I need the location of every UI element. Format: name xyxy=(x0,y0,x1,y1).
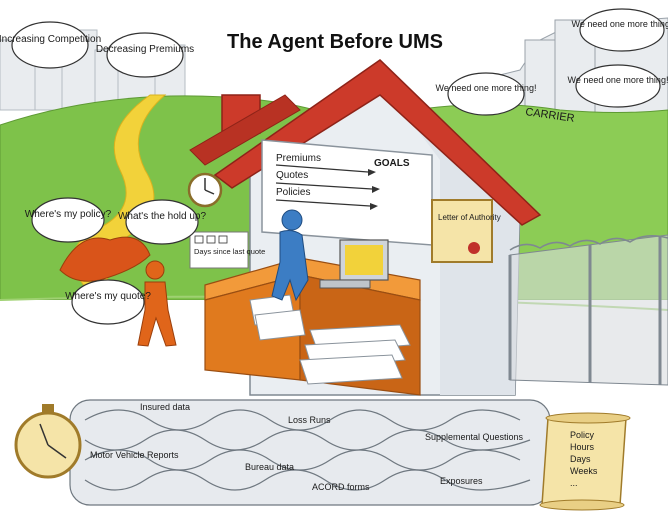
scroll-item-days: Days xyxy=(570,454,591,464)
goals-item-premiums: Premiums xyxy=(276,153,321,164)
bubble-decreasing-premiums: Decreasing Premiums xyxy=(96,32,194,78)
client-bubble-policy: Where's my policy? xyxy=(25,197,112,243)
house-side-roof xyxy=(189,94,301,166)
policy-scroll xyxy=(539,412,631,511)
maze-label-loss-runs: Loss Runs xyxy=(288,415,331,425)
scroll-item-ellipsis: ... xyxy=(570,478,578,488)
svg-text:We need one more thing!: We need one more thing! xyxy=(572,19,668,29)
bubble-text: Increasing Competition xyxy=(0,34,101,45)
maze-label-acord-forms: ACORD forms xyxy=(312,482,370,492)
svg-text:Where's my policy?: Where's my policy? xyxy=(25,209,112,220)
computer-monitor-icon xyxy=(319,239,389,289)
client-bubble-text: Where's my quote? xyxy=(65,291,151,302)
days-since-sign: Days since last quote xyxy=(189,231,265,269)
carrier-bubble-text: We need one more thing! xyxy=(436,83,537,93)
goals-item-quotes: Quotes xyxy=(276,170,308,181)
svg-text:We need one more thing!: We need one more thing! xyxy=(436,83,537,93)
client-bubble-text: What's the hold up? xyxy=(118,211,207,222)
carrier-bubble-2: We need one more thing! xyxy=(436,72,537,116)
maze-label-bureau-data: Bureau data xyxy=(245,462,294,472)
svg-text:Letter of Authority: Letter of Authority xyxy=(438,213,501,222)
paper-stack xyxy=(249,294,411,385)
scroll-item-hours: Hours xyxy=(570,442,595,452)
maze-label-supplemental: Supplemental Questions xyxy=(425,432,524,442)
goals-heading: GOALS xyxy=(374,158,410,169)
client-crowd xyxy=(59,236,177,347)
client-bubble-text: Where's my policy? xyxy=(25,209,112,220)
svg-text:Days since last quote: Days since last quote xyxy=(194,247,265,256)
maze-label-mvr: Motor Vehicle Reports xyxy=(90,450,179,460)
paperwork-maze xyxy=(69,399,551,506)
bubble-increasing-competition: Increasing Competition xyxy=(0,21,101,69)
client-bubble-quote: Where's my quote? xyxy=(65,279,151,325)
letter-of-authority: Letter of Authority xyxy=(431,199,501,263)
svg-text:Decreasing Premiums: Decreasing Premiums xyxy=(96,44,194,55)
maze-label-insured-data: Insured data xyxy=(140,402,190,412)
seal-icon xyxy=(468,242,480,254)
goals-board: GOALS Premiums Quotes Policies xyxy=(261,139,433,246)
carrier-bubble-3: We need one more thing! xyxy=(568,64,668,108)
days-sign-text: Days since last quote xyxy=(194,247,265,256)
agent-figure xyxy=(271,209,309,302)
maze-label-exposures: Exposures xyxy=(440,476,483,486)
svg-text:We need one more thing!: We need one more thing! xyxy=(568,75,668,85)
svg-text:Increasing Competition: Increasing Competition xyxy=(0,34,101,45)
wall-clock-icon xyxy=(187,172,223,208)
svg-text:What's the hold up?: What's the hold up? xyxy=(118,211,207,222)
chain-link-fence xyxy=(508,234,668,386)
page-title: The Agent Before UMS xyxy=(227,31,443,53)
svg-text:Where's my quote?: Where's my quote? xyxy=(65,291,151,302)
stopwatch-icon xyxy=(14,404,82,479)
goals-item-policies: Policies xyxy=(276,187,310,198)
carrier-bubble-text: We need one more thing! xyxy=(572,19,668,29)
client-bubble-holdup: What's the hold up? xyxy=(118,199,207,245)
carrier-bubble-text: We need one more thing! xyxy=(568,75,668,85)
letter-sign-text: Letter of Authority xyxy=(438,213,501,222)
bubble-text: Decreasing Premiums xyxy=(96,44,194,55)
carrier-bubble-1: We need one more thing! xyxy=(572,8,668,52)
scroll-item-weeks: Weeks xyxy=(570,466,598,476)
scroll-item-policy: Policy xyxy=(570,430,595,440)
